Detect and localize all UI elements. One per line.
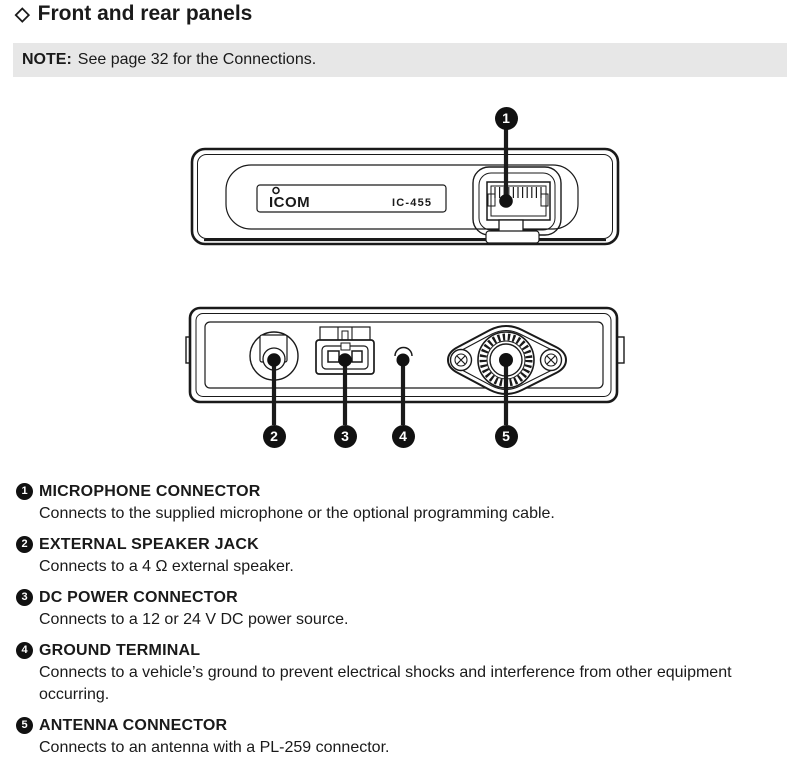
list-item-dc-power-connector: 3 DC POWER CONNECTOR Connects to a 12 or… xyxy=(16,587,791,631)
note-text: See page 32 for the Connections. xyxy=(77,51,317,68)
callout-line-3 xyxy=(338,353,352,425)
callout-line-5 xyxy=(499,353,513,425)
item-4-number-badge: 4 xyxy=(16,642,33,659)
connector-list: 1 MICROPHONE CONNECTOR Connects to the s… xyxy=(16,481,791,765)
rear-panel-drawing xyxy=(185,306,625,425)
item-3-description: Connects to a 12 or 24 V DC power source… xyxy=(39,611,349,628)
callout-2-badge: 2 xyxy=(262,424,286,448)
ground-terminal-drawing xyxy=(394,346,413,357)
item-2-number-badge: 2 xyxy=(16,536,33,553)
item-1-description: Connects to the supplied microphone or t… xyxy=(39,505,555,522)
item-5-number-badge: 5 xyxy=(16,717,33,734)
callout-line-4 xyxy=(396,353,410,425)
item-2-description: Connects to a 4 Ω external speaker. xyxy=(39,558,294,575)
item-1-number-badge: 1 xyxy=(16,483,33,500)
model-label: IC-455 xyxy=(392,197,432,209)
antenna-screw-left xyxy=(449,348,473,372)
brand-logo-text: ICOM xyxy=(269,194,310,211)
item-1-title: MICROPHONE CONNECTOR xyxy=(39,483,261,500)
brand-logo: ICOM xyxy=(269,186,310,211)
antenna-screw-right xyxy=(539,348,563,372)
callout-1-badge: 1 xyxy=(494,106,518,130)
list-item-external-speaker-jack: 2 EXTERNAL SPEAKER JACK Connects to a 4 … xyxy=(16,534,791,578)
item-5-title: ANTENNA CONNECTOR xyxy=(39,717,228,734)
note-bar: NOTE: See page 32 for the Connections. xyxy=(13,43,787,77)
callout-line-1 xyxy=(499,124,513,208)
list-item-microphone-connector: 1 MICROPHONE CONNECTOR Connects to the s… xyxy=(16,481,791,525)
front-panel-drawing: ICOM IC-455 xyxy=(190,124,620,246)
diamond-icon: ◇ xyxy=(15,3,30,25)
mic-connector-drawing xyxy=(472,166,562,244)
item-3-number-badge: 3 xyxy=(16,589,33,606)
page-title: ◇ Front and rear panels xyxy=(15,2,252,26)
item-4-title: GROUND TERMINAL xyxy=(39,642,201,659)
list-item-ground-terminal: 4 GROUND TERMINAL Connects to a vehicle’… xyxy=(16,640,791,706)
item-5-description: Connects to an antenna with a PL-259 con… xyxy=(39,739,390,756)
callout-5-badge: 5 xyxy=(494,424,518,448)
note-label: NOTE: xyxy=(22,51,72,68)
item-3-title: DC POWER CONNECTOR xyxy=(39,589,238,606)
item-2-title: EXTERNAL SPEAKER JACK xyxy=(39,536,259,553)
list-item-antenna-connector: 5 ANTENNA CONNECTOR Connects to an anten… xyxy=(16,715,791,759)
callout-3-badge: 3 xyxy=(333,424,357,448)
callout-4-badge: 4 xyxy=(391,424,415,448)
callout-line-2 xyxy=(267,353,281,425)
item-4-description: Connects to a vehicle’s ground to preven… xyxy=(39,664,732,703)
page-title-text: Front and rear panels xyxy=(37,2,253,25)
